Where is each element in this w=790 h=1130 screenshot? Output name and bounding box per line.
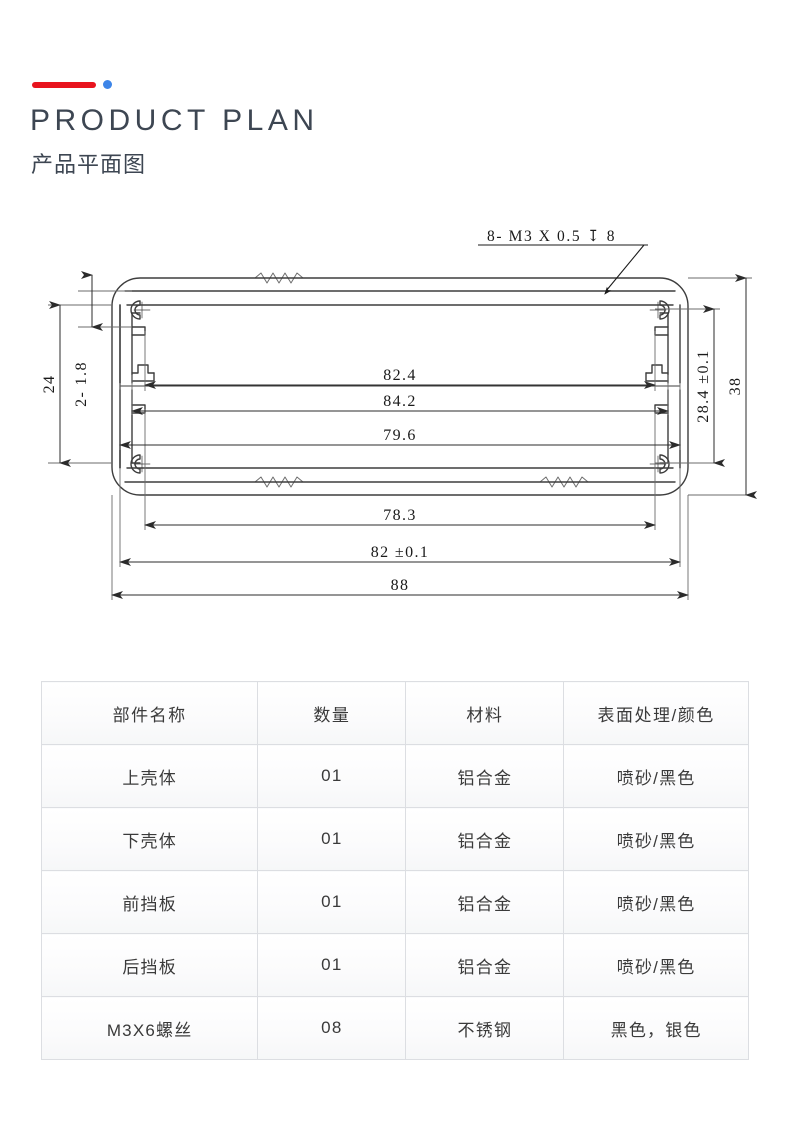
thread-callout-text: 8- M3 X 0.5 ↧ 8 (487, 228, 616, 245)
cell-finish: 喷砂/黑色 (563, 744, 749, 808)
cell-finish: 喷砂/黑色 (563, 870, 749, 934)
cell-quantity: 01 (257, 870, 407, 934)
cell-material: 不锈钢 (405, 996, 565, 1060)
thread-callout-leader (478, 244, 648, 295)
dimension-text-82-4: 82.4 (383, 367, 417, 384)
cell-part-name: 下壳体 (40, 807, 259, 871)
cell-finish: 黑色，银色 (563, 996, 749, 1060)
page-title-chinese: 产品平面图 (31, 152, 147, 177)
dimension-text-78-3: 78.3 (383, 507, 417, 524)
cell-quantity: 01 (257, 933, 407, 997)
table-row: M3X6螺丝 08 不锈钢 黑色，银色 (40, 996, 749, 1060)
technical-drawing: 8- M3 X 0.5 ↧ 8 82.4 84.2 79.6 78.3 82 ±… (0, 205, 790, 635)
dimension-text-84-2: 84.2 (383, 393, 417, 410)
cell-part-name: M3X6螺丝 (40, 996, 259, 1060)
table-row: 前挡板 01 铝合金 喷砂/黑色 (40, 870, 749, 934)
cell-quantity: 08 (257, 996, 407, 1060)
cell-material: 铝合金 (405, 933, 565, 997)
dimension-text-82-tol: 82 ±0.1 (371, 544, 430, 561)
dimension-text-24: 24 (41, 375, 58, 394)
table-row: 后挡板 01 铝合金 喷砂/黑色 (40, 933, 749, 997)
dimension-text-38: 38 (727, 377, 744, 396)
table-header-finish: 表面处理/颜色 (563, 681, 749, 745)
table-header-row: 部件名称 数量 材料 表面处理/颜色 (40, 681, 749, 745)
cell-material: 铝合金 (405, 870, 565, 934)
table-header-material: 材料 (405, 681, 565, 745)
specification-table: 部件名称 数量 材料 表面处理/颜色 上壳体 01 铝合金 喷砂/黑色 下壳体 … (40, 681, 749, 1060)
cell-part-name: 上壳体 (40, 744, 259, 808)
table-row: 上壳体 01 铝合金 喷砂/黑色 (40, 744, 749, 808)
cell-quantity: 01 (257, 807, 407, 871)
dimension-text-28-4: 28.4 ±0.1 (695, 349, 712, 422)
dimension-text-2-1-8: 2- 1.8 (73, 361, 90, 407)
dimension-text-88: 88 (391, 577, 410, 594)
page-title-english: PRODUCT PLAN (30, 104, 319, 137)
accent-dot-icon (103, 80, 112, 89)
accent-bar-icon (32, 81, 96, 88)
cell-part-name: 前挡板 (40, 870, 259, 934)
cell-part-name: 后挡板 (40, 933, 259, 997)
cell-material: 铝合金 (405, 807, 565, 871)
enclosure-section-svg: 8- M3 X 0.5 ↧ 8 82.4 84.2 79.6 78.3 82 ±… (41, 228, 757, 600)
accent-decoration (32, 80, 112, 89)
cell-quantity: 01 (257, 744, 407, 808)
dimension-text-79-6: 79.6 (383, 427, 417, 444)
cell-material: 铝合金 (405, 744, 565, 808)
table-row: 下壳体 01 铝合金 喷砂/黑色 (40, 807, 749, 871)
cell-finish: 喷砂/黑色 (563, 807, 749, 871)
cell-finish: 喷砂/黑色 (563, 933, 749, 997)
table-header-quantity: 数量 (257, 681, 407, 745)
table-header-part-name: 部件名称 (40, 681, 259, 745)
